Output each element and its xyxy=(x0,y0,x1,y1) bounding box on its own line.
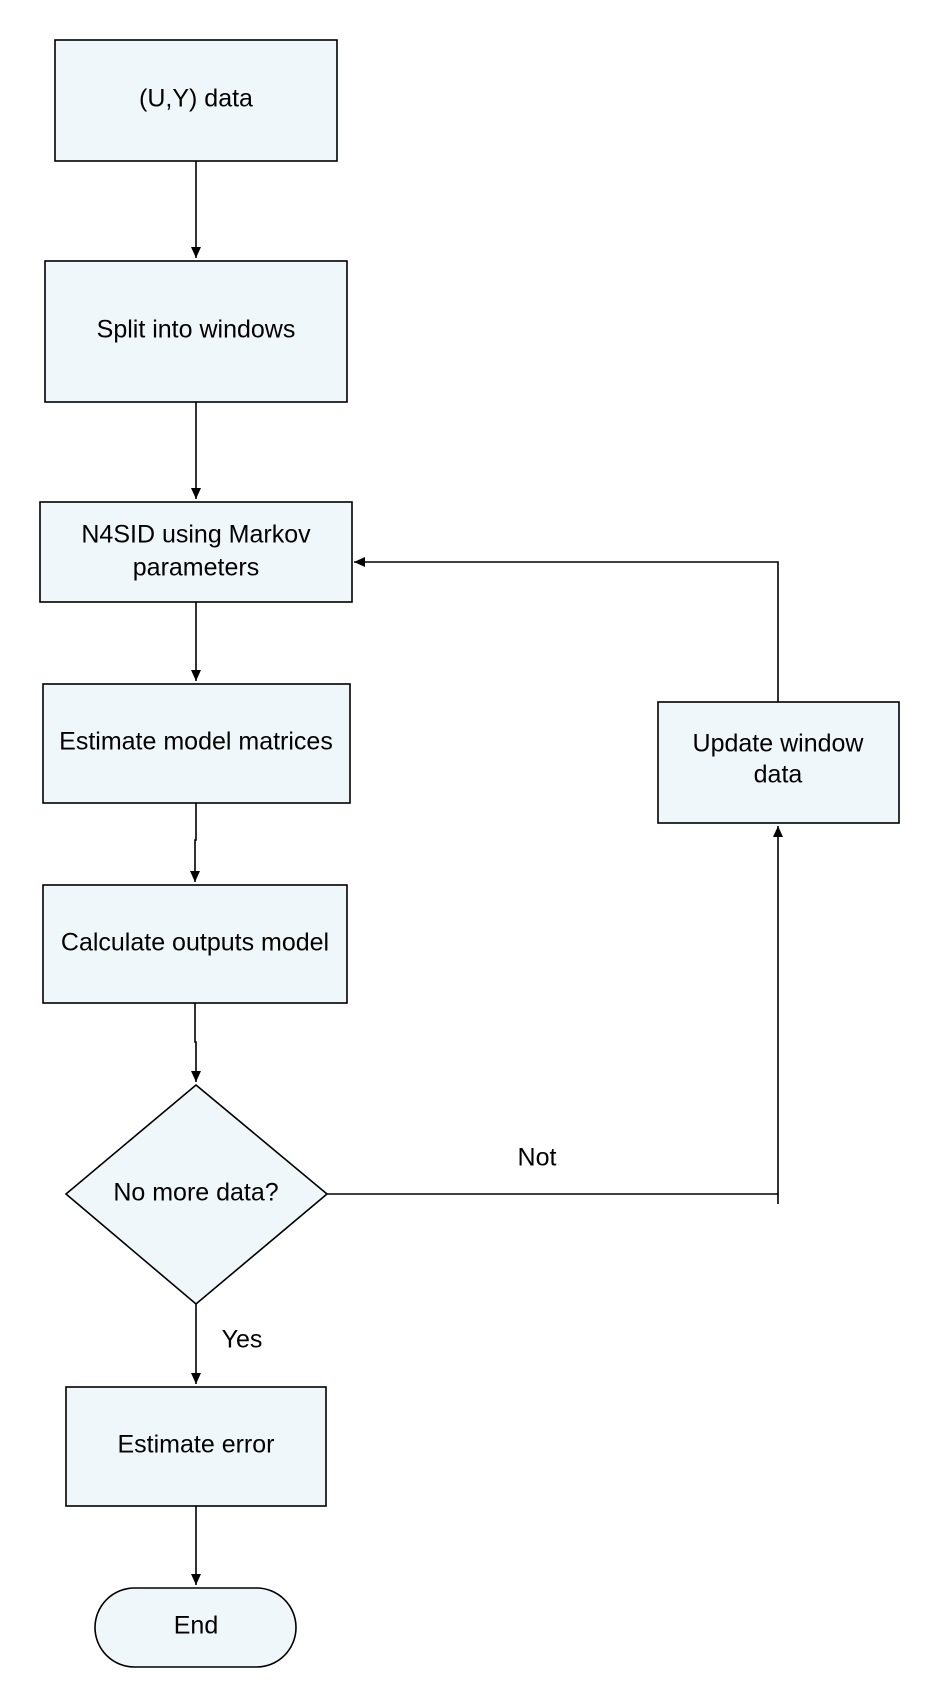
node-update-window: Update window data xyxy=(657,701,900,824)
node-uy-data-label: (U,Y) data xyxy=(139,85,253,113)
node-n4sid-label-line2: parameters xyxy=(133,554,259,582)
node-end-label: End xyxy=(174,1612,218,1640)
node-split-windows: Split into windows xyxy=(44,260,348,403)
node-end: End xyxy=(94,1587,297,1668)
edge-label-yes: Yes xyxy=(222,1326,263,1354)
node-no-more-data-label: No more data? xyxy=(113,1179,278,1207)
node-estimate-matrices: Estimate model matrices xyxy=(42,683,351,804)
node-calculate-outputs-label: Calculate outputs model xyxy=(61,929,329,957)
node-n4sid-label-line1: N4SID using Markov xyxy=(81,521,311,549)
node-estimate-matrices-label: Estimate model matrices xyxy=(59,728,333,756)
edge-label-not: Not xyxy=(518,1144,557,1172)
node-no-more-data: No more data? xyxy=(64,1083,329,1306)
node-update-window-label-line2: data xyxy=(754,761,803,789)
node-uy-data: (U,Y) data xyxy=(54,39,338,162)
edge-estimate-matrices-to-calculate-outputs xyxy=(190,803,200,882)
node-update-window-label-line1: Update window xyxy=(693,730,865,758)
node-split-windows-label: Split into windows xyxy=(97,316,296,344)
edge-decision-not-branch xyxy=(327,1193,779,1204)
node-calculate-outputs: Calculate outputs model xyxy=(42,884,348,1004)
edge-calculate-outputs-to-decision xyxy=(191,1003,201,1082)
edge-update-window-to-n4sid xyxy=(354,557,779,702)
node-estimate-error: Estimate error xyxy=(65,1386,327,1507)
node-estimate-error-label: Estimate error xyxy=(118,1431,275,1459)
node-n4sid: N4SID using Markov parameters xyxy=(39,501,353,603)
